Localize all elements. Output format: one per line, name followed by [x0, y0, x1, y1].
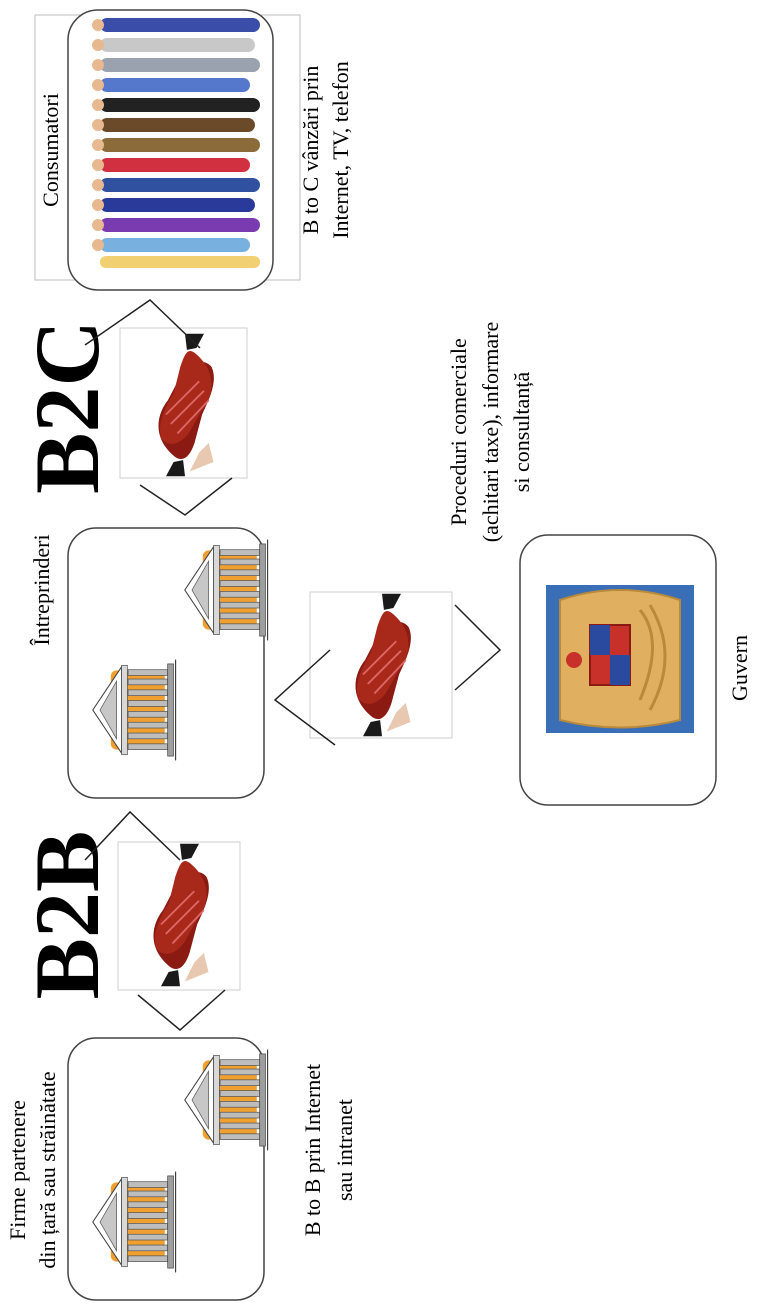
consumers-label: Consumatori [38, 93, 63, 207]
b2c-caption-line2: Internet, TV, telefon [328, 61, 353, 239]
enterprises-label: Întreprinderi [29, 534, 54, 645]
b2c-link: B2C [16, 299, 248, 516]
government-label: Guvern [727, 635, 752, 701]
enterprises-node: Întreprinderi [29, 527, 269, 799]
gov-caption-line1: Proceduri comerciale [446, 338, 471, 526]
b2c-label: B2C [16, 320, 118, 494]
arrowhead-to-enterprises [139, 477, 233, 516]
government-node: Guvern [519, 534, 752, 806]
partners-node: Firme partenere din țară sau străinătate [5, 1037, 269, 1301]
gov-caption-line2: (achitari taxe), informare [478, 322, 503, 542]
b2b-link: B2B [16, 810, 241, 1031]
gov-caption-line3: si consultanță [509, 372, 534, 493]
gov-link [273, 591, 502, 746]
arrowhead-to-government [454, 604, 502, 691]
arrowhead-to-consumers [84, 299, 201, 349]
b2c-caption-line1: B to C vânzări prin [298, 66, 323, 235]
arrowhead-to-partners [137, 989, 226, 1031]
people-group-icon [92, 18, 260, 268]
coat-of-arms-icon [546, 585, 694, 733]
b2b-label: B2B [16, 831, 118, 1000]
consumers-node: Consumatori [34, 9, 301, 291]
partners-label-line1: Firme partenere [5, 1100, 30, 1240]
partners-label-line2: din țară sau străinătate [35, 1071, 60, 1268]
b2b-caption-line2: sau intranet [332, 1099, 357, 1201]
b2b-caption-line1: B to B prin Internet [300, 1064, 325, 1236]
arrowhead-to-enterprises-gov [273, 649, 336, 746]
arrowhead-to-enterprises-b2b [84, 810, 181, 861]
